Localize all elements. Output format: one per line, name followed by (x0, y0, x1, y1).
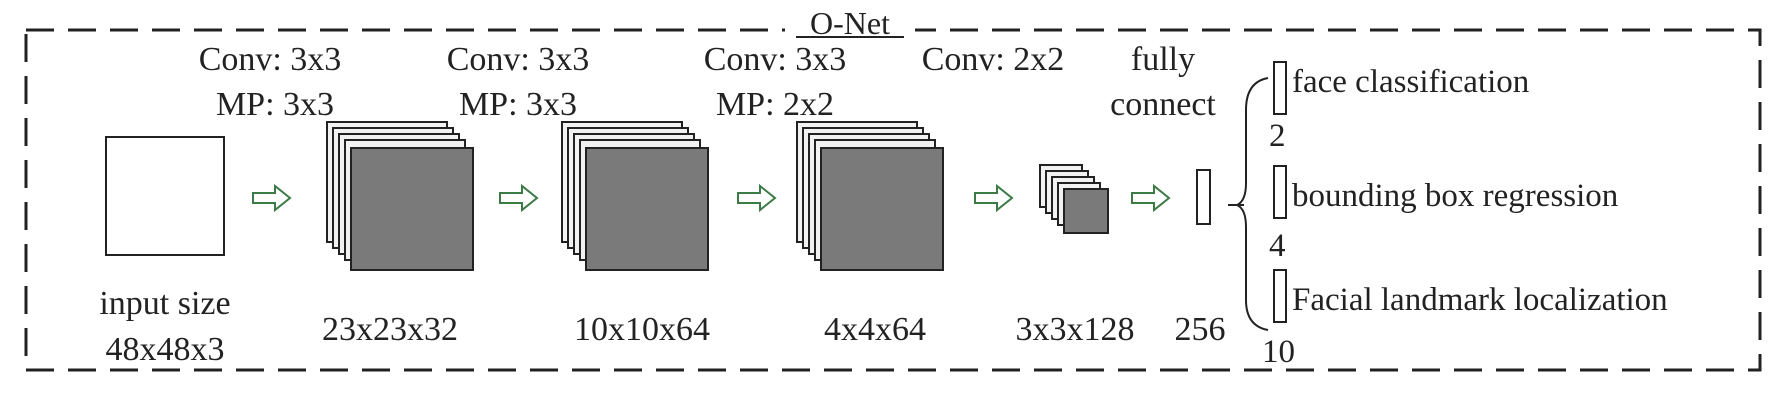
fc-size-label: 256 (1175, 311, 1226, 348)
output-vector-bounding-box-regression (1273, 165, 1287, 219)
layer-2-pool-label: MP: 3x3 (459, 86, 577, 123)
output-label-facial-landmark-localization: Facial landmark localization (1292, 282, 1668, 318)
output-label-bounding-box-regression: bounding box regression (1292, 178, 1618, 214)
layer-3-pool-label: MP: 2x2 (716, 86, 834, 123)
layer-1-pool-label: MP: 3x3 (216, 86, 334, 123)
layer-2-conv-label: Conv: 3x3 (447, 41, 590, 78)
arrow-icon (1131, 183, 1171, 213)
feature-map-front (1063, 188, 1109, 234)
output-vector-facial-landmark-localization (1273, 269, 1287, 323)
layer-3-conv-label: Conv: 3x3 (704, 41, 847, 78)
feature-map-stack-10x10x64 (561, 121, 709, 271)
feature-map-size-10x10x64: 10x10x64 (574, 311, 710, 348)
arrow-icon (252, 183, 292, 213)
output-label-face-classification: face classification (1292, 64, 1529, 100)
title-gap (785, 10, 915, 44)
feature-map-front (585, 147, 709, 271)
output-vector-face-classification (1273, 61, 1287, 115)
output-dim-facial-landmark-localization: 10 (1262, 334, 1295, 370)
input-size-label: input size (99, 285, 230, 322)
fc-label-line1: fully (1131, 41, 1195, 78)
feature-map-front (820, 147, 944, 271)
fc-label-line2: connect (1110, 86, 1216, 123)
fc-vector (1196, 169, 1211, 225)
output-brace (1234, 77, 1269, 331)
layer-1-conv-label: Conv: 3x3 (199, 41, 342, 78)
arrow-icon (499, 183, 539, 213)
feature-map-size-3x3x128: 3x3x128 (1016, 311, 1135, 348)
output-dim-face-classification: 2 (1269, 118, 1286, 154)
output-dim-bounding-box-regression: 4 (1269, 228, 1286, 264)
input-image-square (105, 136, 225, 256)
layer-4-conv-label: Conv: 2x2 (922, 41, 1065, 78)
feature-map-stack-23x23x32 (326, 121, 474, 271)
feature-map-stack-3x3x128 (1039, 164, 1109, 234)
input-size-value: 48x48x3 (106, 331, 225, 368)
feature-map-size-4x4x64: 4x4x64 (824, 311, 926, 348)
feature-map-front (350, 147, 474, 271)
o-net-title: O-Net (810, 5, 890, 41)
arrow-icon (737, 183, 777, 213)
feature-map-size-23x23x32: 23x23x32 (322, 311, 458, 348)
arrow-icon (974, 183, 1014, 213)
feature-map-stack-4x4x64 (796, 121, 944, 271)
